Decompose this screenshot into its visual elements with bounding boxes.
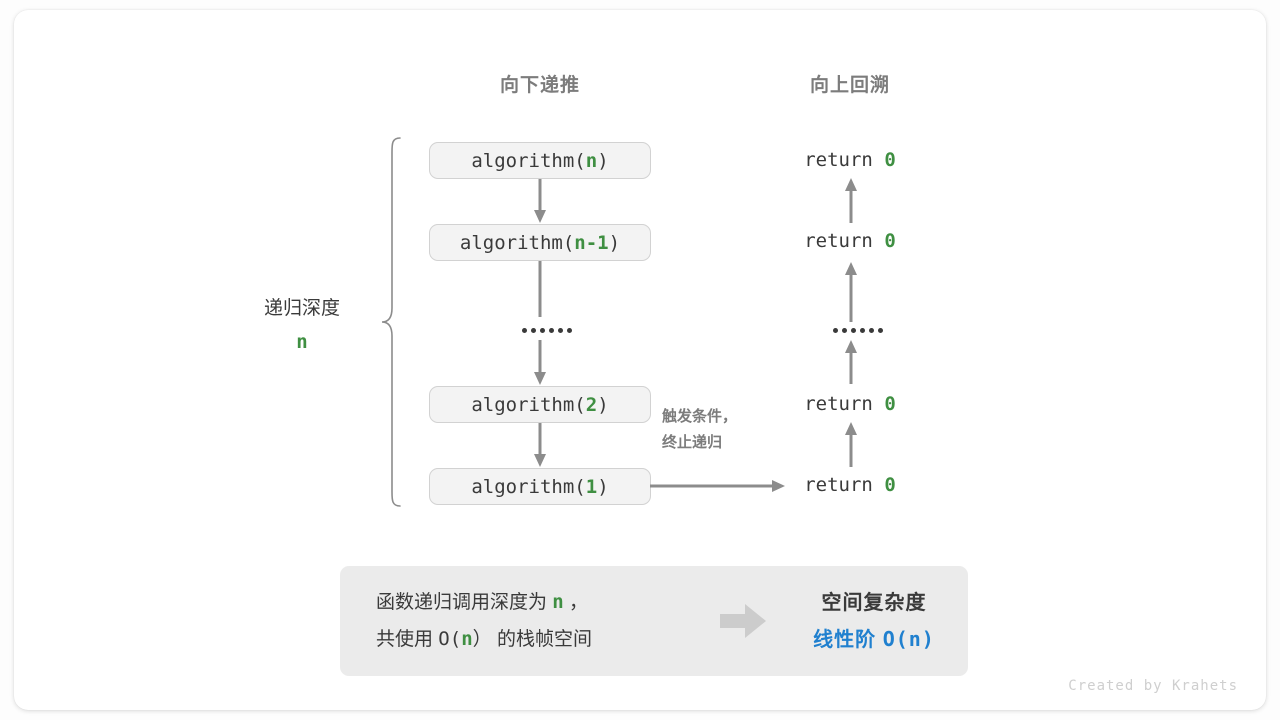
arrow-up-4-icon xyxy=(843,422,859,467)
arrow-down-2-icon xyxy=(532,261,548,323)
return-label-3: return 0 xyxy=(750,393,950,415)
summary-description-line2: 共使用 O(n） 的栈帧空间 xyxy=(376,621,706,658)
summary-text-c: 共使用 xyxy=(376,629,434,650)
ellipsis-up-icon xyxy=(833,328,883,333)
arrow-down-1-icon xyxy=(532,179,548,224)
call-box-1: algorithm(1) xyxy=(429,468,651,505)
call-box-2: algorithm(2) xyxy=(429,386,651,423)
summary-text-comma: ， xyxy=(569,592,589,613)
return-keyword: return xyxy=(804,230,885,252)
recursion-depth-text: 递归深度 xyxy=(263,298,340,319)
call-box-n-minus-1: algorithm(n-1) xyxy=(429,224,651,261)
complexity-notation: O(n) xyxy=(882,626,935,651)
return-label-2: return 0 xyxy=(750,230,950,252)
footer-credit: Created by Krahets xyxy=(1068,678,1238,694)
return-value: 0 xyxy=(884,149,896,171)
terminate-note: 触发条件， 终止递归 xyxy=(662,404,737,456)
summary-bigo-close: ） xyxy=(472,629,492,650)
diagram-canvas: 向下递推 向上回溯 递归深度 n algorithm(n) algorithm(… xyxy=(14,10,1266,710)
call-box-arg: n-1 xyxy=(574,231,609,254)
call-box-close: ) xyxy=(597,475,609,498)
depth-brace xyxy=(380,136,402,508)
summary-description: 函数递归调用深度为 n ， 共使用 O(n） 的栈帧空间 xyxy=(340,584,706,658)
return-value: 0 xyxy=(884,474,896,496)
summary-conclusion: 空间复杂度 线性阶 O(n) xyxy=(780,585,968,658)
arrow-terminate-icon xyxy=(650,478,786,494)
call-box-arg: 1 xyxy=(585,475,598,498)
complexity-name: 线性阶 xyxy=(813,628,877,651)
arrow-up-2-icon xyxy=(843,262,859,322)
return-label-1: return 0 xyxy=(750,149,950,171)
summary-var-n: n xyxy=(552,591,564,613)
return-keyword: return xyxy=(804,393,885,415)
call-box-close: ) xyxy=(597,393,609,416)
call-box-close: ) xyxy=(608,231,621,254)
column-header-upward: 向上回溯 xyxy=(809,75,890,96)
call-box-fn: algorithm( xyxy=(471,393,586,416)
return-value: 0 xyxy=(884,393,896,415)
arrow-up-3-icon xyxy=(843,340,859,384)
summary-description-line1: 函数递归调用深度为 n ， xyxy=(376,584,706,621)
summary-text-a: 函数递归调用深度为 xyxy=(376,592,548,613)
column-header-downward: 向下递推 xyxy=(499,75,580,96)
call-box-n: algorithm(n) xyxy=(429,142,651,179)
summary-bigo-var: n xyxy=(461,628,473,650)
call-box-arg: n xyxy=(585,149,598,172)
arrow-down-3-icon xyxy=(532,340,548,386)
return-keyword: return xyxy=(804,474,885,496)
return-keyword: return xyxy=(804,149,885,171)
summary-panel: 函数递归调用深度为 n ， 共使用 O(n） 的栈帧空间 空间复杂度 线性阶 O… xyxy=(340,566,968,676)
return-value: 0 xyxy=(884,230,896,252)
call-box-fn: algorithm( xyxy=(459,231,575,254)
call-box-fn: algorithm( xyxy=(471,149,586,172)
summary-conclusion-value: 线性阶 O(n) xyxy=(780,621,968,658)
call-box-close: ) xyxy=(597,149,609,172)
recursion-depth-value: n xyxy=(296,331,308,353)
ellipsis-down-icon xyxy=(522,328,572,333)
summary-bigo-open: O( xyxy=(438,628,462,650)
recursion-depth-label: 递归深度 n xyxy=(222,293,382,353)
call-box-fn: algorithm( xyxy=(471,475,586,498)
summary-text-d: 的栈帧空间 xyxy=(496,629,592,650)
call-box-arg: 2 xyxy=(585,393,598,416)
terminate-note-line2: 终止递归 xyxy=(662,434,723,451)
summary-conclusion-title: 空间复杂度 xyxy=(821,591,927,614)
arrow-up-1-icon xyxy=(843,178,859,223)
arrow-down-4-icon xyxy=(532,423,548,468)
return-label-4: return 0 xyxy=(750,474,950,496)
summary-block-arrow-icon xyxy=(706,604,780,638)
terminate-note-line1: 触发条件， xyxy=(662,408,738,425)
